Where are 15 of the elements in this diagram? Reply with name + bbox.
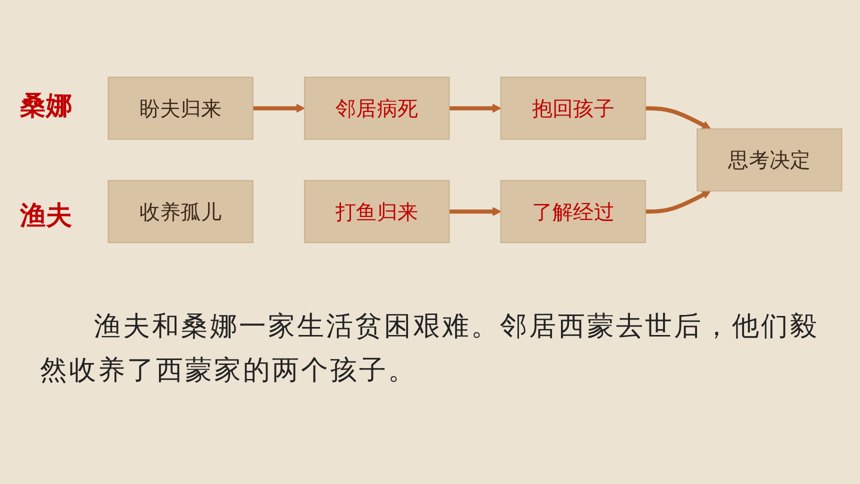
arrow bbox=[645, 106, 711, 130]
node-box: 抱回孩子 bbox=[500, 76, 646, 140]
node-box: 盼夫归来 bbox=[108, 76, 254, 140]
arrow bbox=[449, 104, 502, 113]
paragraph: 渔夫和桑娜一家生活贫困艰难。邻居西蒙去世后，他们毅然收养了西蒙家的两个孩子。 bbox=[40, 310, 820, 388]
arrow bbox=[645, 190, 711, 214]
node-box: 收养孤儿 bbox=[108, 180, 254, 244]
node-box: 打鱼归来 bbox=[304, 180, 450, 244]
node-box: 了解经过 bbox=[500, 180, 646, 244]
node-box: 思考决定 bbox=[696, 128, 842, 192]
arrow bbox=[449, 207, 502, 216]
row-label: 桑娜 bbox=[20, 90, 72, 122]
node-box: 邻居病死 bbox=[304, 76, 450, 140]
row-label: 渔夫 bbox=[20, 200, 72, 232]
arrow bbox=[252, 104, 305, 113]
